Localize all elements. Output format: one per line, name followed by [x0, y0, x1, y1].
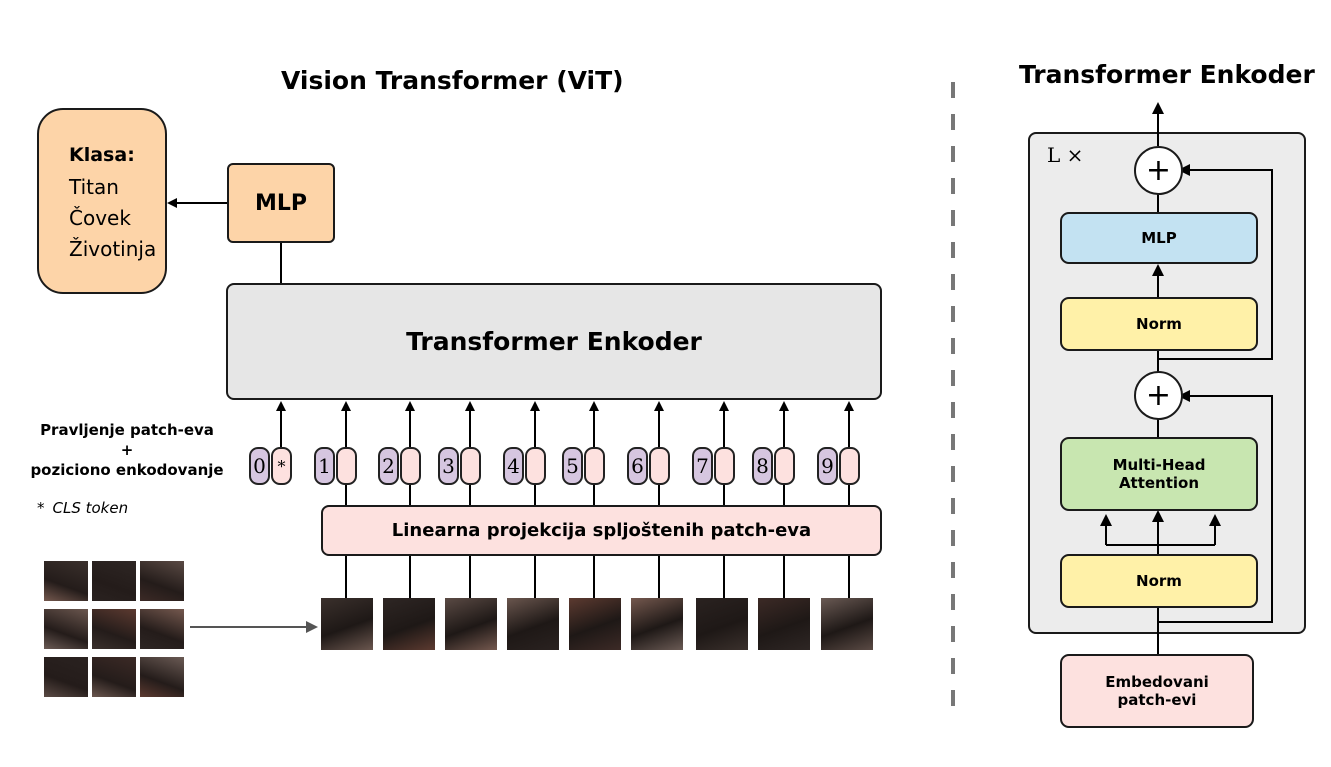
patch-embedding-1 — [336, 447, 357, 485]
token-position-2: 2 — [378, 447, 399, 485]
class-item-zivotinja: Životinja — [69, 237, 157, 261]
image-grid-patch-2 — [92, 561, 136, 601]
token-position-4: 4 — [503, 447, 524, 485]
plus-bottom-symbol: + — [1145, 377, 1172, 413]
encoder-mlp-box: MLP — [1060, 212, 1258, 264]
patching-line-2: + — [120, 441, 134, 459]
embedded-patches-label-2: patch-evi — [1117, 691, 1197, 709]
patch-embedding-3 — [460, 447, 481, 485]
flattened-patch-9 — [821, 598, 873, 650]
flattened-patch-7 — [696, 598, 748, 650]
patching-line-3: poziciono enkodovanje — [30, 461, 224, 479]
flattened-patch-4 — [507, 598, 559, 650]
encoder-detail-title: Transformer Enkoder — [1019, 60, 1315, 89]
image-grid-patch-7 — [44, 657, 88, 697]
transformer-encoder-label: Transformer Enkoder — [406, 327, 702, 356]
norm-bottom-box: Norm — [1060, 554, 1258, 608]
token-position-0: 0 — [249, 447, 270, 485]
patch-embedding-7 — [714, 447, 735, 485]
transformer-encoder-box: Transformer Enkoder — [226, 283, 882, 400]
cls-note: * CLS token — [37, 499, 128, 517]
vit-title: Vision Transformer (ViT) — [281, 66, 624, 95]
mlp-head-label: MLP — [254, 190, 308, 216]
token-position-3: 3 — [438, 447, 459, 485]
residual-add-top: + — [1134, 146, 1183, 195]
image-grid-patch-5 — [92, 609, 136, 649]
attention-label-2: Attention — [1118, 474, 1200, 492]
image-grid-patch-3 — [140, 561, 184, 601]
image-grid-patch-9 — [140, 657, 184, 697]
patch-embedding-4 — [525, 447, 546, 485]
residual-add-bottom: + — [1134, 371, 1183, 420]
norm-top-label: Norm — [1136, 315, 1182, 333]
image-grid-patch-4 — [44, 609, 88, 649]
patch-embedding-6 — [649, 447, 670, 485]
class-item-titan: Titan — [69, 175, 119, 199]
flattened-patch-5 — [569, 598, 621, 650]
embedded-patches-box: Embedovani patch-evi — [1060, 654, 1254, 728]
token-position-1: 1 — [314, 447, 335, 485]
mlp-head-box: MLP — [227, 163, 335, 243]
token-position-6: 6 — [627, 447, 648, 485]
flattened-patch-8 — [758, 598, 810, 650]
norm-bottom-label: Norm — [1136, 572, 1182, 590]
plus-top-symbol: + — [1145, 152, 1172, 188]
class-item-covek: Čovek — [69, 206, 131, 230]
cls-note-symbol: * — [37, 499, 45, 517]
attention-box: Multi-Head Attention — [1060, 437, 1258, 511]
image-grid-patch-6 — [140, 609, 184, 649]
norm-top-box: Norm — [1060, 297, 1258, 351]
image-grid-patch-8 — [92, 657, 136, 697]
patch-embedding-2 — [400, 447, 421, 485]
class-output-box: Klasa: Titan Čovek Životinja — [37, 108, 167, 294]
cls-token-embedding: * — [271, 447, 292, 485]
token-position-9: 9 — [817, 447, 838, 485]
patch-embedding-9 — [839, 447, 860, 485]
encoder-mlp-label: MLP — [1141, 229, 1177, 247]
patch-embedding-8 — [774, 447, 795, 485]
class-heading: Klasa: — [69, 144, 135, 166]
cls-note-text: CLS token — [52, 499, 129, 517]
flattened-patch-1 — [321, 598, 373, 650]
flattened-patch-6 — [631, 598, 683, 650]
token-position-8: 8 — [752, 447, 773, 485]
linear-projection-box: Linearna projekcija spljoštenih patch-ev… — [321, 505, 882, 556]
flattened-patch-2 — [383, 598, 435, 650]
image-grid-patch-1 — [44, 561, 88, 601]
token-position-7: 7 — [692, 447, 713, 485]
patching-line-1: Pravljenje patch-eva — [40, 421, 214, 439]
repeat-label: L × — [1047, 143, 1084, 167]
patching-label: Pravljenje patch-eva + poziciono enkodov… — [20, 420, 234, 480]
flattened-patch-3 — [445, 598, 497, 650]
patch-embedding-5 — [584, 447, 605, 485]
linear-projection-label: Linearna projekcija spljoštenih patch-ev… — [391, 520, 812, 541]
embedded-patches-label-1: Embedovani — [1105, 673, 1209, 691]
attention-label-1: Multi-Head — [1112, 456, 1206, 474]
token-position-5: 5 — [562, 447, 583, 485]
